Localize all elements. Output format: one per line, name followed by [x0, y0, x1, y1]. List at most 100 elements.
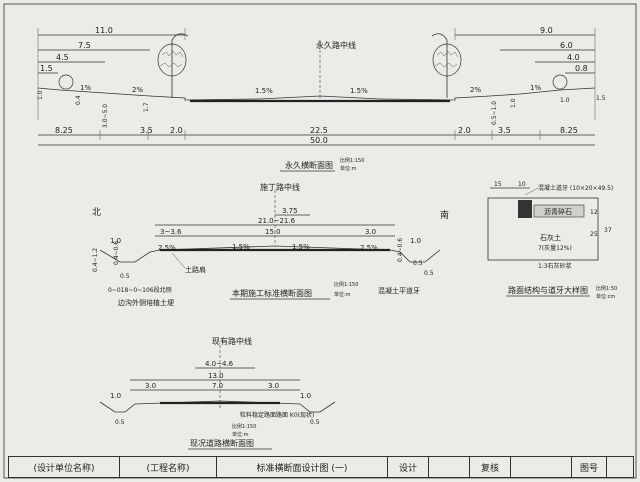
svg-text:12: 12 [590, 209, 598, 216]
svg-text:2%: 2% [132, 86, 143, 94]
svg-text:单位:m: 单位:m [232, 431, 249, 438]
south-label: 南 [440, 209, 449, 221]
svg-text:0.4~0.6: 0.4~0.6 [113, 241, 120, 265]
top-dim-7-5: 7.5 [78, 41, 91, 50]
shoulder-label: 土路肩 [185, 265, 206, 274]
svg-text:2.5%: 2.5% [158, 244, 176, 252]
svg-text:3.5: 3.5 [498, 126, 511, 135]
svg-text:2.0: 2.0 [458, 126, 471, 135]
svg-text:37: 37 [604, 227, 612, 234]
design-unit-cell: (设计单位名称) [9, 457, 120, 477]
asphalt-layer [533, 204, 585, 218]
svg-text:7(灰量12%): 7(灰量12%) [538, 244, 572, 252]
svg-text:1.0: 1.0 [110, 237, 121, 245]
svg-text:0.5: 0.5 [424, 270, 434, 277]
detail-curb-label: 混凝土道牙 (10×20×49.5) [538, 184, 613, 192]
top-dim-4: 4.0 [567, 53, 580, 62]
svg-text:1%: 1% [80, 84, 91, 92]
tree-icon [431, 33, 462, 98]
svg-text:1%: 1% [530, 84, 541, 92]
svg-text:3.0~5.0: 3.0~5.0 [102, 104, 109, 128]
svg-text:比例1:50: 比例1:50 [596, 285, 617, 292]
svg-text:13.0: 13.0 [208, 372, 224, 380]
svg-text:比例1:150: 比例1:150 [334, 281, 358, 288]
bottom-section-title: 现况道路横断面图 [190, 438, 254, 448]
svg-text:比例1:150: 比例1:150 [232, 423, 256, 430]
svg-text:1.5%: 1.5% [255, 87, 273, 95]
svg-text:沥青碎石: 沥青碎石 [544, 207, 572, 216]
mid-ground-line [99, 245, 441, 263]
detail-title: 路面结构与道牙大样图 [508, 285, 588, 295]
svg-text:8.25: 8.25 [560, 126, 578, 135]
svg-text:3~3.6: 3~3.6 [160, 228, 182, 236]
title-block: (设计单位名称) (工程名称) 标准横断面设计图 (一) 设计 复核 图号 [8, 456, 634, 478]
svg-text:1.0: 1.0 [37, 90, 44, 100]
svg-text:单位:cm: 单位:cm [596, 293, 615, 300]
ditch-label: 边沟外侧培植土埂 [118, 298, 174, 307]
top-section-title: 永久横断面图 [285, 160, 333, 170]
svg-text:2.0: 2.0 [170, 126, 183, 135]
svg-text:7.0: 7.0 [212, 382, 223, 390]
top-total-dim: 50.0 [310, 136, 328, 145]
top-dim-6: 6.0 [560, 41, 573, 50]
svg-text:21.0~21.6: 21.0~21.6 [258, 217, 296, 225]
curb-block [518, 200, 532, 218]
svg-text:10: 10 [518, 181, 526, 188]
svg-text:1.0: 1.0 [510, 98, 517, 108]
svg-text:1.5%: 1.5% [232, 243, 250, 251]
top-dim-9: 9.0 [540, 26, 553, 35]
bottom-centerline-label: 现有路中线 [212, 336, 252, 346]
svg-text:3.75: 3.75 [282, 207, 298, 215]
svg-text:0.5: 0.5 [310, 419, 320, 426]
svg-text:单位:m: 单位:m [340, 165, 357, 172]
north-label: 北 [92, 207, 101, 218]
svg-text:0.5: 0.5 [413, 260, 423, 267]
svg-text:15: 15 [494, 181, 502, 188]
drawing-no-cell: 图号 [572, 457, 607, 477]
svg-text:1.0: 1.0 [560, 97, 570, 104]
svg-text:0.4: 0.4 [75, 95, 82, 105]
top-centerline-label: 永久路中线 [316, 40, 356, 50]
shrub-icon [58, 74, 568, 90]
top-ground-line [37, 87, 596, 101]
pavement-label: 粒料稳定路面路面 K0(现状) [240, 411, 314, 419]
svg-text:3.5: 3.5 [140, 126, 153, 135]
svg-text:比例1:150: 比例1:150 [340, 157, 364, 164]
detail-frame [487, 197, 599, 261]
svg-text:单位:m: 单位:m [334, 291, 351, 298]
mid-centerline-label: 施丁路中线 [260, 182, 300, 192]
drawing-name-cell: 标准横断面设计图 (一) [217, 457, 388, 477]
svg-text:15.0: 15.0 [265, 228, 281, 236]
design-cell: 设计 [388, 457, 429, 477]
svg-text:8.25: 8.25 [55, 126, 73, 135]
svg-text:1.0: 1.0 [110, 392, 121, 400]
svg-text:1:3石灰砂浆: 1:3石灰砂浆 [538, 262, 572, 270]
svg-text:25: 25 [590, 231, 598, 238]
top-dim-1-5: 1.5 [40, 64, 53, 73]
svg-text:1.7: 1.7 [143, 102, 150, 112]
top-dim-11: 11.0 [95, 26, 113, 35]
svg-text:3.0: 3.0 [145, 382, 156, 390]
svg-text:0.4~0.6: 0.4~0.6 [397, 238, 404, 262]
svg-text:1.0: 1.0 [300, 392, 311, 400]
svg-text:0.5: 0.5 [120, 273, 130, 280]
top-dim-0-8: 0.8 [575, 64, 588, 73]
curb-label: 混凝土平道牙 [378, 286, 420, 295]
svg-text:3.0: 3.0 [268, 382, 279, 390]
tree-icon [157, 33, 189, 98]
sheet-border [3, 3, 637, 479]
svg-text:0.4~1.2: 0.4~1.2 [92, 248, 99, 272]
svg-text:1.5%: 1.5% [350, 87, 368, 95]
svg-text:石灰土: 石灰土 [540, 233, 561, 242]
svg-text:22.5: 22.5 [310, 126, 328, 135]
project-name-cell: (工程名称) [120, 457, 217, 477]
svg-text:1.0: 1.0 [410, 237, 421, 245]
svg-text:1.5: 1.5 [596, 95, 606, 102]
svg-text:0.5: 0.5 [115, 419, 125, 426]
top-dim-4-5: 4.5 [56, 53, 69, 62]
svg-text:2%: 2% [470, 86, 481, 94]
mid-section-title: 本期施工标准横断面图 [232, 288, 312, 298]
bottom-ground-line [99, 400, 336, 413]
